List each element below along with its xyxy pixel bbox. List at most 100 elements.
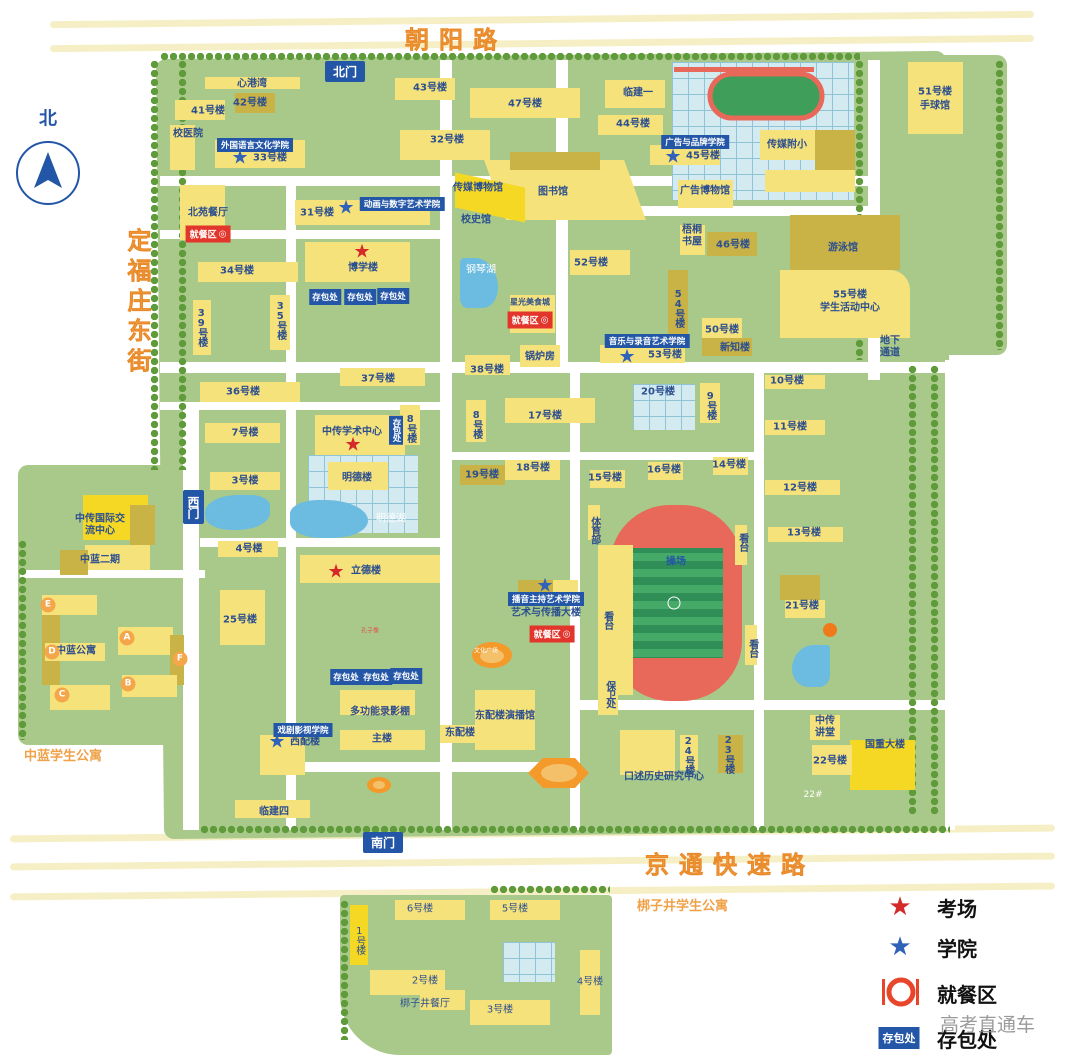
college-banner[interactable]: 音乐与录音艺术学院 <box>604 334 690 348</box>
building-label[interactable]: 博学楼 <box>348 262 378 274</box>
building-label[interactable]: 临建四 <box>259 806 289 818</box>
building-label[interactable]: 15号楼 <box>588 472 622 484</box>
building-label[interactable]: 8号楼 <box>404 414 416 442</box>
apartment-marker-b[interactable]: B <box>120 676 136 692</box>
building-label[interactable]: 手球馆 <box>920 100 950 112</box>
building-label[interactable]: 24号楼 <box>682 736 694 774</box>
building-label[interactable]: 主楼 <box>372 733 392 745</box>
building-label[interactable]: 艺术与传播大楼 <box>511 607 581 619</box>
college-banner[interactable]: 戏剧影视学院 <box>273 723 333 737</box>
building-label[interactable]: 9号楼 <box>704 391 716 419</box>
building-label[interactable]: 校史馆 <box>461 214 491 226</box>
building-label[interactable]: 55号楼 <box>833 289 867 301</box>
building-label[interactable]: 中传讲堂 <box>815 715 835 739</box>
building-label[interactable]: 34号楼 <box>220 265 254 277</box>
storage-badge[interactable]: 存包处 <box>330 669 362 685</box>
building-label[interactable]: 16号楼 <box>647 464 681 476</box>
college-banner[interactable]: 动画与数字艺术学院 <box>359 197 445 211</box>
building-label[interactable]: 明德楼 <box>342 472 372 484</box>
building-label[interactable]: 北苑餐厅 <box>188 207 228 219</box>
storage-badge[interactable]: 存包处 <box>377 288 409 304</box>
building-label[interactable]: 2号楼 <box>411 975 439 987</box>
apartment-marker-f[interactable]: F <box>172 651 188 667</box>
stand-label[interactable]: 看台 <box>736 533 748 551</box>
building-label[interactable]: 46号楼 <box>716 239 750 251</box>
apartment-marker-c[interactable]: C <box>54 687 70 703</box>
building-label[interactable]: 43号楼 <box>413 82 447 94</box>
building-label[interactable]: 梧桐书屋 <box>682 224 702 248</box>
building-label[interactable]: 校医院 <box>173 128 203 140</box>
south-gate[interactable]: 南门 <box>363 832 404 853</box>
building-label[interactable]: 45号楼 <box>686 150 720 162</box>
building-label[interactable]: 西配楼 <box>290 736 320 748</box>
building-label[interactable]: 广告博物馆 <box>680 185 730 197</box>
storage-badge[interactable]: 存包处 <box>390 668 422 684</box>
building-label[interactable]: 3号楼 <box>486 1004 514 1016</box>
building-label[interactable]: 4号楼 <box>235 543 263 555</box>
building-label[interactable]: 44号楼 <box>616 118 650 130</box>
building-label[interactable]: 39号楼 <box>195 308 207 346</box>
stand-label[interactable]: 看台 <box>601 611 613 629</box>
building-label[interactable]: 52号楼 <box>574 257 608 269</box>
building-label[interactable]: 42号楼 <box>233 97 267 109</box>
dining-badge[interactable]: 就餐区◎ <box>529 625 575 643</box>
building-label[interactable]: 新知楼 <box>720 342 750 354</box>
north-gate[interactable]: 北门 <box>325 61 366 82</box>
building-label[interactable]: 临建一 <box>623 87 653 99</box>
building-label[interactable]: 38号楼 <box>470 364 504 376</box>
building-label[interactable]: 10号楼 <box>770 375 804 387</box>
apartment-marker-e[interactable]: E <box>40 597 56 613</box>
college-banner[interactable]: 播音主持艺术学院 <box>507 592 585 606</box>
building-label[interactable]: 41号楼 <box>191 105 225 117</box>
building-label[interactable]: 37号楼 <box>361 373 395 385</box>
west-gate[interactable]: 西门 <box>183 490 204 524</box>
building-label[interactable]: 星光美食城 <box>510 297 550 307</box>
building-label[interactable]: 梆子井餐厅 <box>400 998 450 1010</box>
building-label[interactable]: 21号楼 <box>785 600 819 612</box>
building-label[interactable]: 中蓝公寓 <box>56 645 96 657</box>
building-label[interactable]: 14号楼 <box>712 459 746 471</box>
building-label[interactable]: 17号楼 <box>528 410 562 422</box>
building-label[interactable]: 12号楼 <box>783 482 817 494</box>
building-label[interactable]: 13号楼 <box>787 527 821 539</box>
building-label[interactable]: 1号楼 <box>353 926 365 954</box>
building-label[interactable]: 35号楼 <box>274 301 286 339</box>
dining-badge[interactable]: 就餐区◎ <box>185 225 231 243</box>
building-label[interactable]: 7号楼 <box>231 427 259 439</box>
field-label[interactable]: 操场 <box>666 556 686 568</box>
building-label[interactable]: 东配楼演播馆 <box>475 710 535 722</box>
building-label[interactable]: 东配楼 <box>445 727 475 739</box>
building-label[interactable]: 22号楼 <box>813 755 847 767</box>
building-label[interactable]: 图书馆 <box>538 186 568 198</box>
building-label[interactable]: 中蓝二期 <box>80 554 120 566</box>
building-label[interactable]: 18号楼 <box>516 462 550 474</box>
building-label[interactable]: 6号楼 <box>406 903 434 915</box>
stand-label[interactable]: 看台 <box>746 639 758 657</box>
building-label[interactable]: 国重大楼 <box>865 739 905 751</box>
storage-badge[interactable]: 存包处 <box>360 669 392 685</box>
building-label[interactable]: 游泳馆 <box>828 242 858 254</box>
building-label[interactable]: 立德楼 <box>351 565 381 577</box>
building-label[interactable]: 口述历史研究中心 <box>624 771 704 783</box>
building-label[interactable]: 20号楼 <box>641 386 675 398</box>
building-label[interactable]: 4号楼 <box>576 976 604 988</box>
building-label[interactable]: 锅炉房 <box>525 351 555 363</box>
storage-badge[interactable]: 存包处 <box>309 289 341 305</box>
apartment-marker-d[interactable]: D <box>44 644 60 660</box>
building-label[interactable]: 中传国际交流中心 <box>75 513 125 537</box>
building-label[interactable]: 33号楼 <box>253 152 287 164</box>
building-label[interactable]: 传媒附小 <box>767 139 807 151</box>
apartment-marker-a[interactable]: A <box>119 630 135 646</box>
building-label[interactable]: 50号楼 <box>705 324 739 336</box>
building-label[interactable]: 体育部 <box>588 516 600 544</box>
building-label[interactable]: 3号楼 <box>231 475 259 487</box>
building-label[interactable]: 心港湾 <box>237 78 267 90</box>
building-label[interactable]: 保卫处 <box>603 680 615 708</box>
building-label[interactable]: 32号楼 <box>430 134 464 146</box>
building-label[interactable]: 31号楼 <box>300 207 334 219</box>
building-label[interactable]: 53号楼 <box>648 349 682 361</box>
building-label[interactable]: 地下通道 <box>880 335 900 359</box>
building-label[interactable]: 23号楼 <box>722 735 734 773</box>
building-label[interactable]: 25号楼 <box>223 614 257 626</box>
building-label[interactable]: 19号楼 <box>465 469 499 481</box>
